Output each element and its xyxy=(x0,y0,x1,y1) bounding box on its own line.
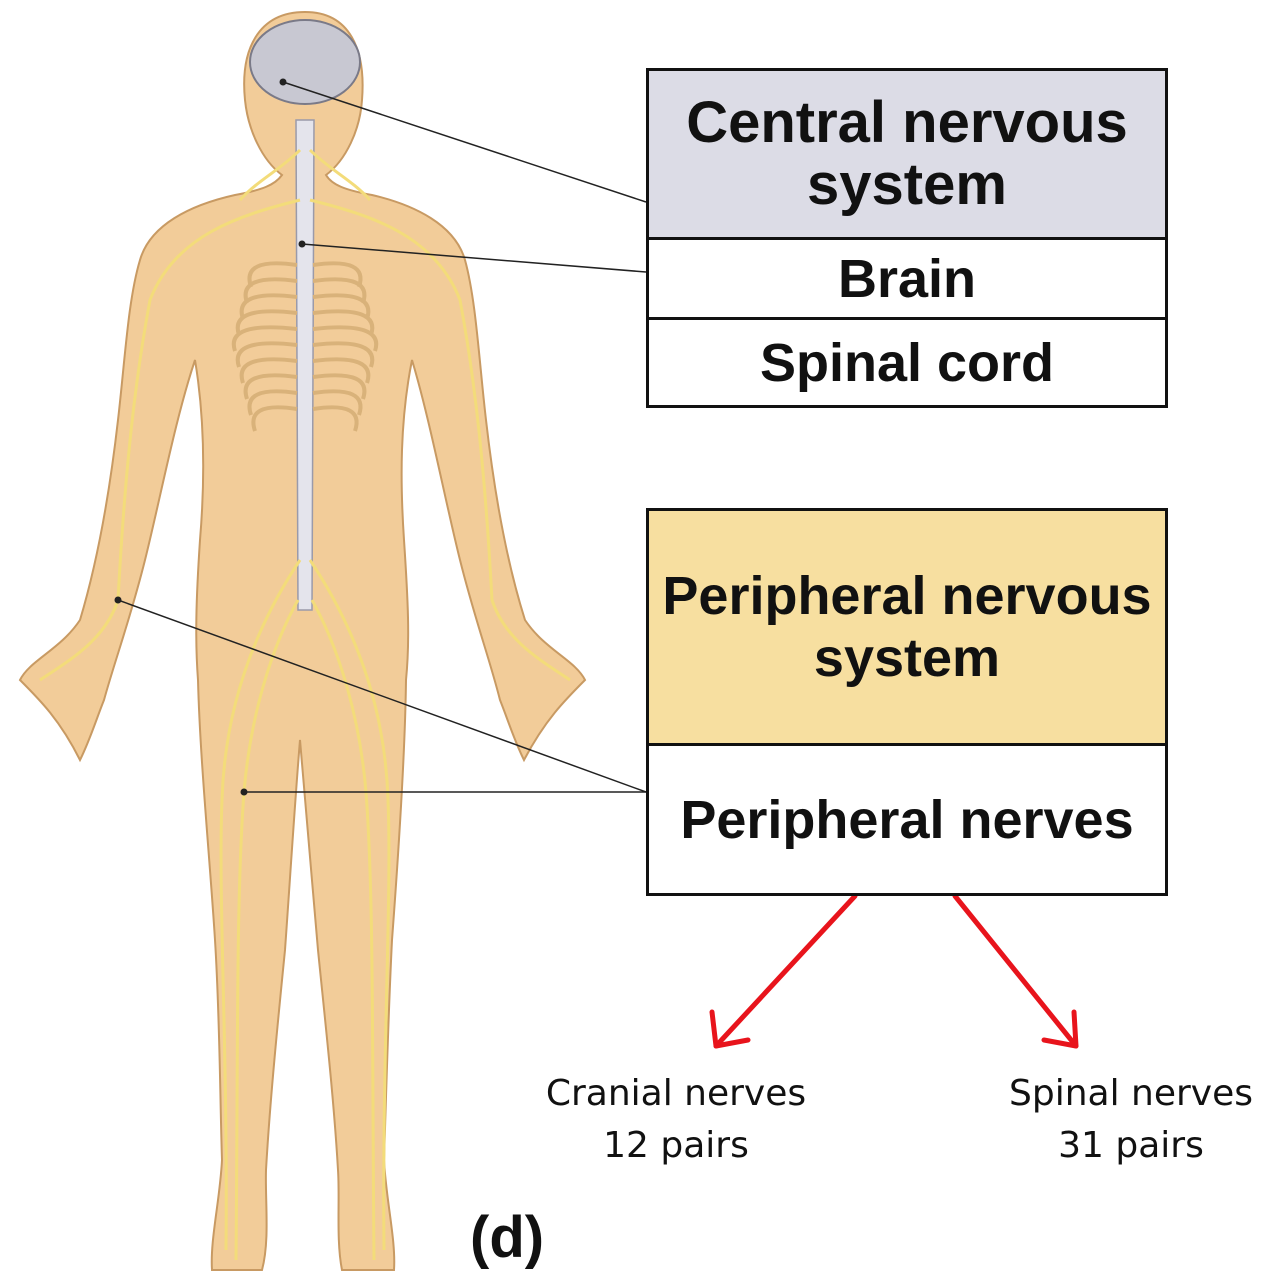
cranial-arrow xyxy=(712,896,855,1046)
pointer-dot-brain xyxy=(280,79,287,86)
brain-shape xyxy=(250,20,360,104)
spinal-nerves-caption: Spinal nerves 31 pairs xyxy=(990,1068,1272,1172)
pns-item-peripheral-nerves: Peripheral nerves xyxy=(649,743,1165,893)
cranial-nerves-label: Cranial nerves xyxy=(520,1068,832,1120)
pointer-dot-arm xyxy=(115,597,122,604)
cranial-nerves-caption: Cranial nerves 12 pairs xyxy=(520,1068,832,1172)
pointer-dot-leg xyxy=(241,789,248,796)
spinal-arrow xyxy=(955,896,1076,1046)
pns-title: Peripheral nervous system xyxy=(649,511,1165,743)
pns-box: Peripheral nervous system Peripheral ner… xyxy=(646,508,1168,896)
cns-item-brain: Brain xyxy=(649,237,1165,317)
spinal-arrow-shaft xyxy=(955,896,1076,1046)
spinal-cord-shape xyxy=(296,120,314,610)
human-body-illustration xyxy=(20,12,585,1270)
panel-label: (d) xyxy=(470,1204,544,1271)
cns-title: Central nervous system xyxy=(649,71,1165,237)
cns-item-spinal-cord: Spinal cord xyxy=(649,317,1165,405)
spinal-nerves-label: Spinal nerves xyxy=(990,1068,1272,1120)
cranial-nerves-count: 12 pairs xyxy=(520,1120,832,1172)
cns-box: Central nervous system Brain Spinal cord xyxy=(646,68,1168,408)
pointer-dot-spinal-cord xyxy=(299,241,306,248)
spinal-nerves-count: 31 pairs xyxy=(990,1120,1272,1172)
cranial-arrow-shaft xyxy=(716,896,855,1046)
